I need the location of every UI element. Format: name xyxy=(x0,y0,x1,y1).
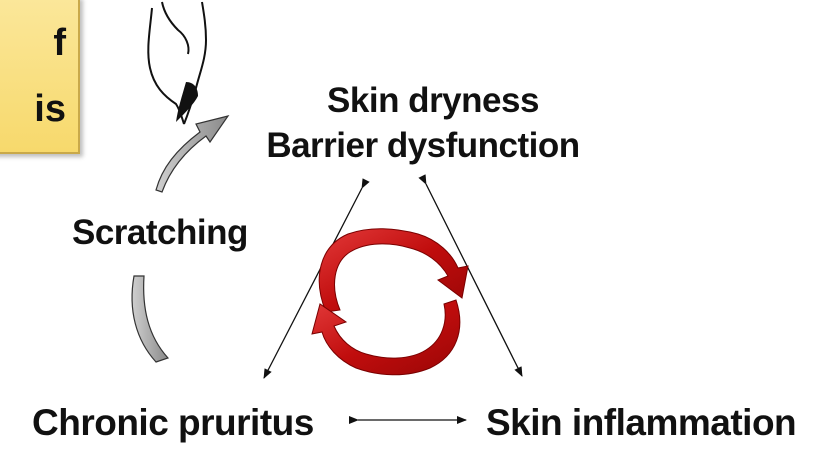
node-barrier-dysfunction: Barrier dysfunction xyxy=(238,128,608,163)
scratch-up-arrow-icon xyxy=(156,116,228,192)
node-skin-dryness: Skin dryness xyxy=(313,83,553,118)
node-chronic-pruritus: Chronic pruritus xyxy=(32,404,314,441)
hand-icon xyxy=(148,2,206,124)
scratch-down-arrow-icon xyxy=(132,276,168,362)
node-scratching: Scratching xyxy=(72,215,248,250)
cycle-arrows-icon xyxy=(312,229,468,375)
node-skin-inflammation: Skin inflammation xyxy=(486,404,796,441)
